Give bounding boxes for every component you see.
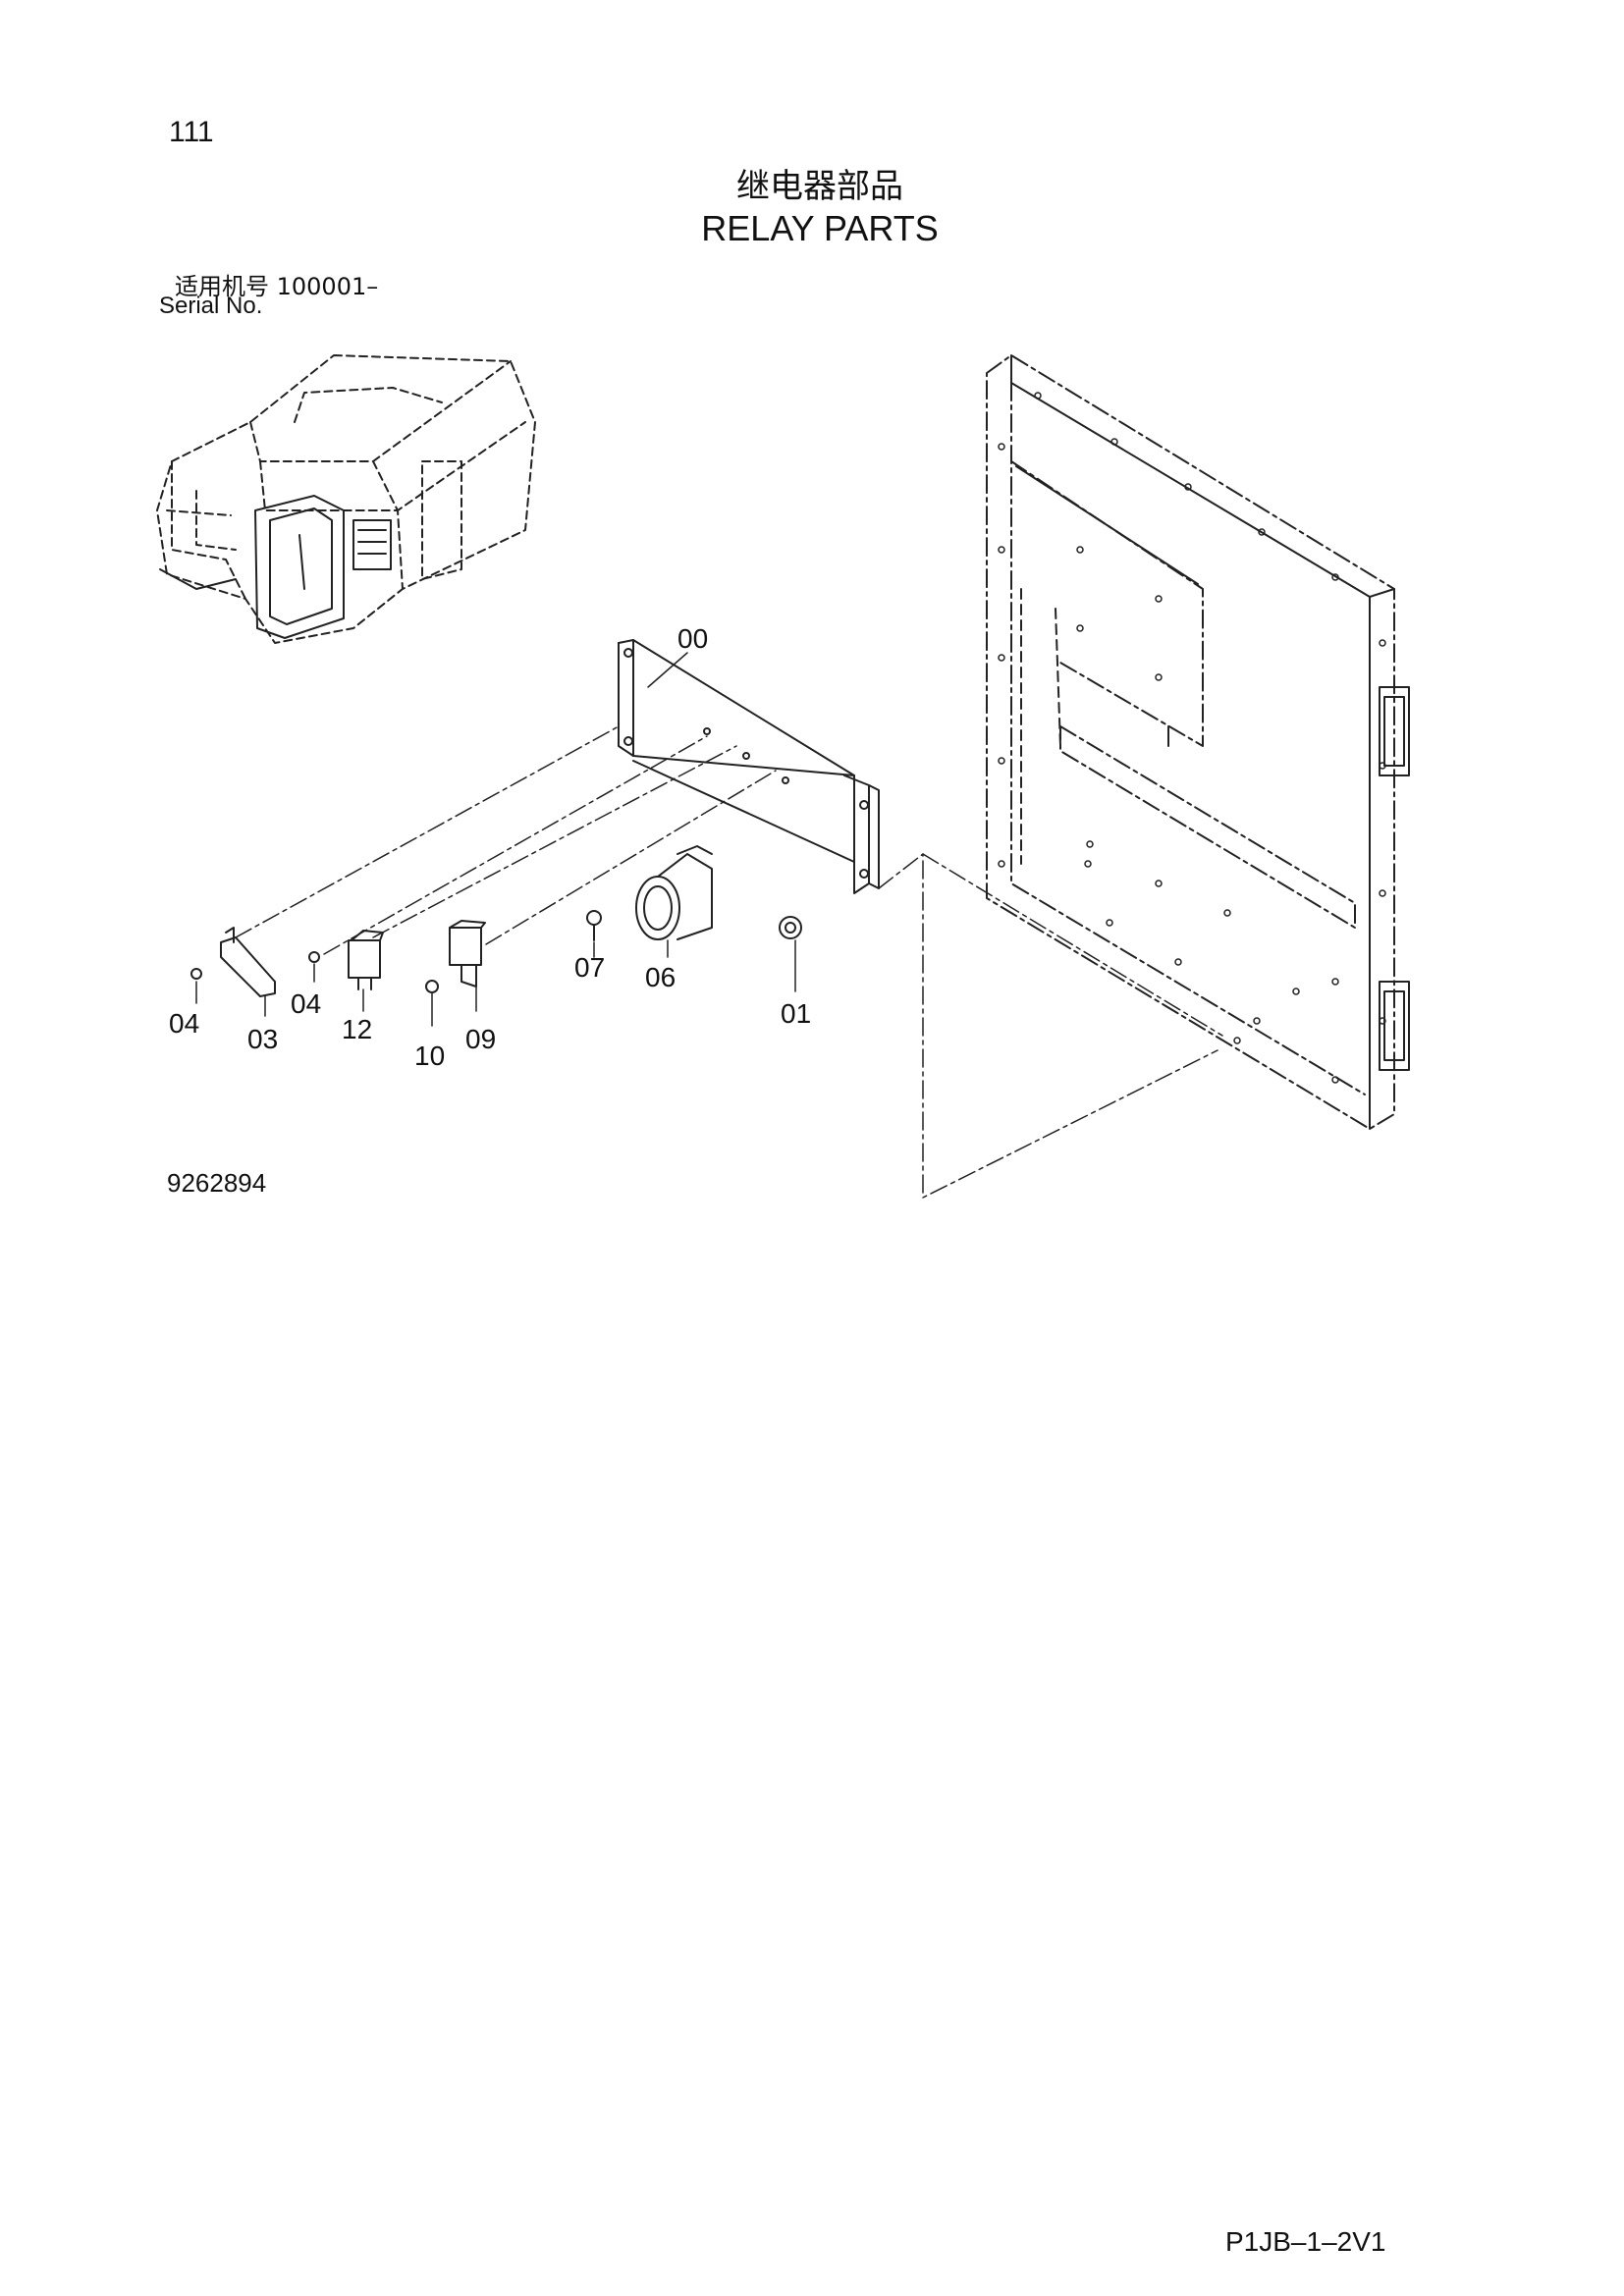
relay-bracket-part-00 — [618, 639, 880, 894]
callout-04-right: 04 — [291, 988, 321, 1019]
page-title-chinese: 继电器部品 — [736, 167, 903, 206]
relay-part-12 — [348, 930, 384, 990]
callout-06: 06 — [645, 962, 676, 992]
bracket-part-03 — [220, 927, 276, 997]
callout-10: 10 — [414, 1041, 445, 1071]
page-number: 111 — [169, 116, 214, 148]
leader-lines — [195, 652, 796, 1027]
serial-range-chinese: 适用机号 100001– — [175, 273, 379, 300]
callout-03: 03 — [247, 1024, 278, 1054]
page-code: P1JB–1–2V1 — [1225, 2226, 1386, 2257]
nut-part-01 — [779, 916, 802, 939]
screw-part-04-left — [190, 968, 202, 980]
drawing-number: 9262894 — [167, 1168, 267, 1198]
excavator-cab-outline — [159, 495, 392, 639]
screw-part-04-right — [308, 951, 320, 963]
callout-07: 07 — [574, 952, 605, 983]
cab-door-panel — [986, 354, 1410, 1130]
screw-part-10 — [425, 980, 439, 993]
relay-part-09 — [449, 920, 486, 988]
excavator-locator-illustration — [156, 354, 536, 644]
callout-12: 12 — [342, 1014, 372, 1044]
callout-00: 00 — [677, 623, 708, 654]
callout-09: 09 — [465, 1024, 496, 1054]
callout-01: 01 — [781, 998, 811, 1029]
screw-part-07 — [586, 910, 602, 941]
serial-label-english: Serial No. — [159, 293, 263, 319]
callout-04-left: 04 — [169, 1008, 199, 1039]
page-title-english: RELAY PARTS — [701, 208, 939, 248]
horn-part-06 — [635, 845, 713, 940]
assembly-lines — [235, 725, 1223, 1199]
